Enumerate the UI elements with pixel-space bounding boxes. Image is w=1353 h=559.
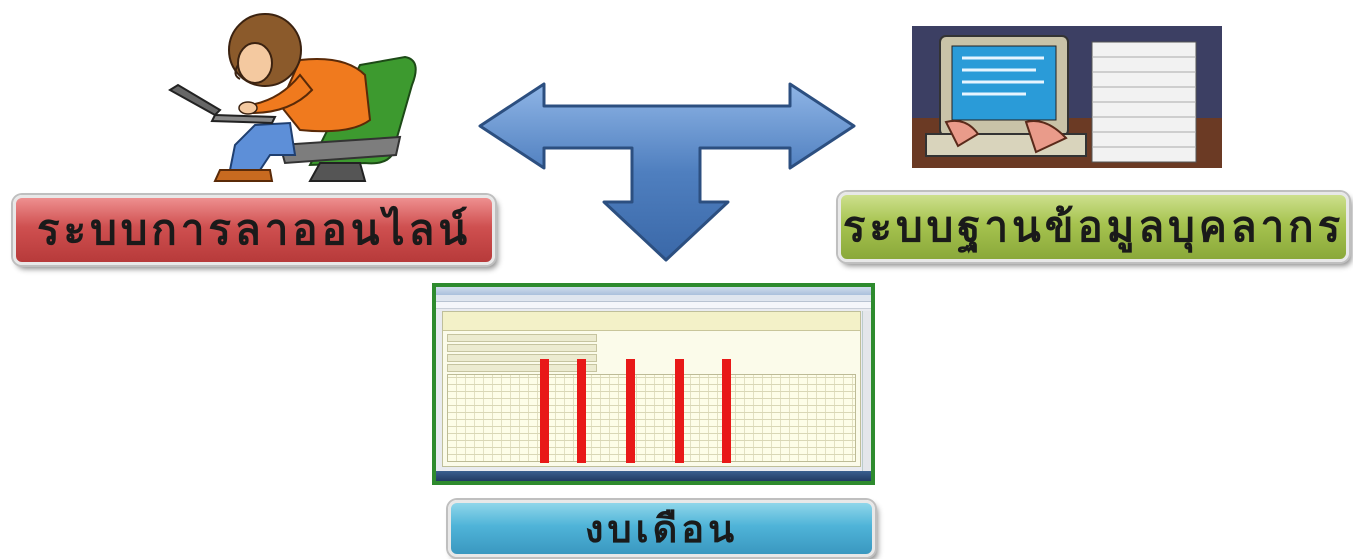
- scrollbar: [862, 311, 871, 471]
- red-column-5: [722, 359, 731, 463]
- browser-address-bar: [436, 302, 871, 309]
- person-laptop-illustration: [168, 13, 417, 182]
- computer-illustration: [912, 26, 1222, 168]
- payroll-text: งบเดือน: [584, 506, 739, 551]
- browser-tabs: [436, 295, 871, 302]
- leave-system-label: ระบบการลาออนไลน์: [13, 195, 495, 265]
- three-way-arrow: [478, 82, 856, 262]
- personnel-database-label: ระบบฐานข้อมูลบุคลากร: [838, 192, 1349, 262]
- red-column-3: [626, 359, 635, 463]
- red-column-2: [577, 359, 586, 463]
- payroll-screenshot-thumbnail: [432, 283, 875, 485]
- personnel-database-text: ระบบฐานข้อมูลบุคลากร: [842, 202, 1345, 251]
- spreadsheet-page: [442, 311, 861, 467]
- leave-system-text: ระบบการลาออนไลน์: [36, 205, 472, 254]
- red-column-4: [675, 359, 684, 463]
- red-column-1: [540, 359, 549, 463]
- spreadsheet-form: [447, 334, 597, 372]
- spreadsheet-grid: [447, 374, 856, 462]
- spreadsheet-header: [443, 312, 860, 331]
- taskbar: [436, 471, 871, 481]
- payroll-label: งบเดือน: [448, 500, 875, 557]
- browser-titlebar: [436, 287, 871, 295]
